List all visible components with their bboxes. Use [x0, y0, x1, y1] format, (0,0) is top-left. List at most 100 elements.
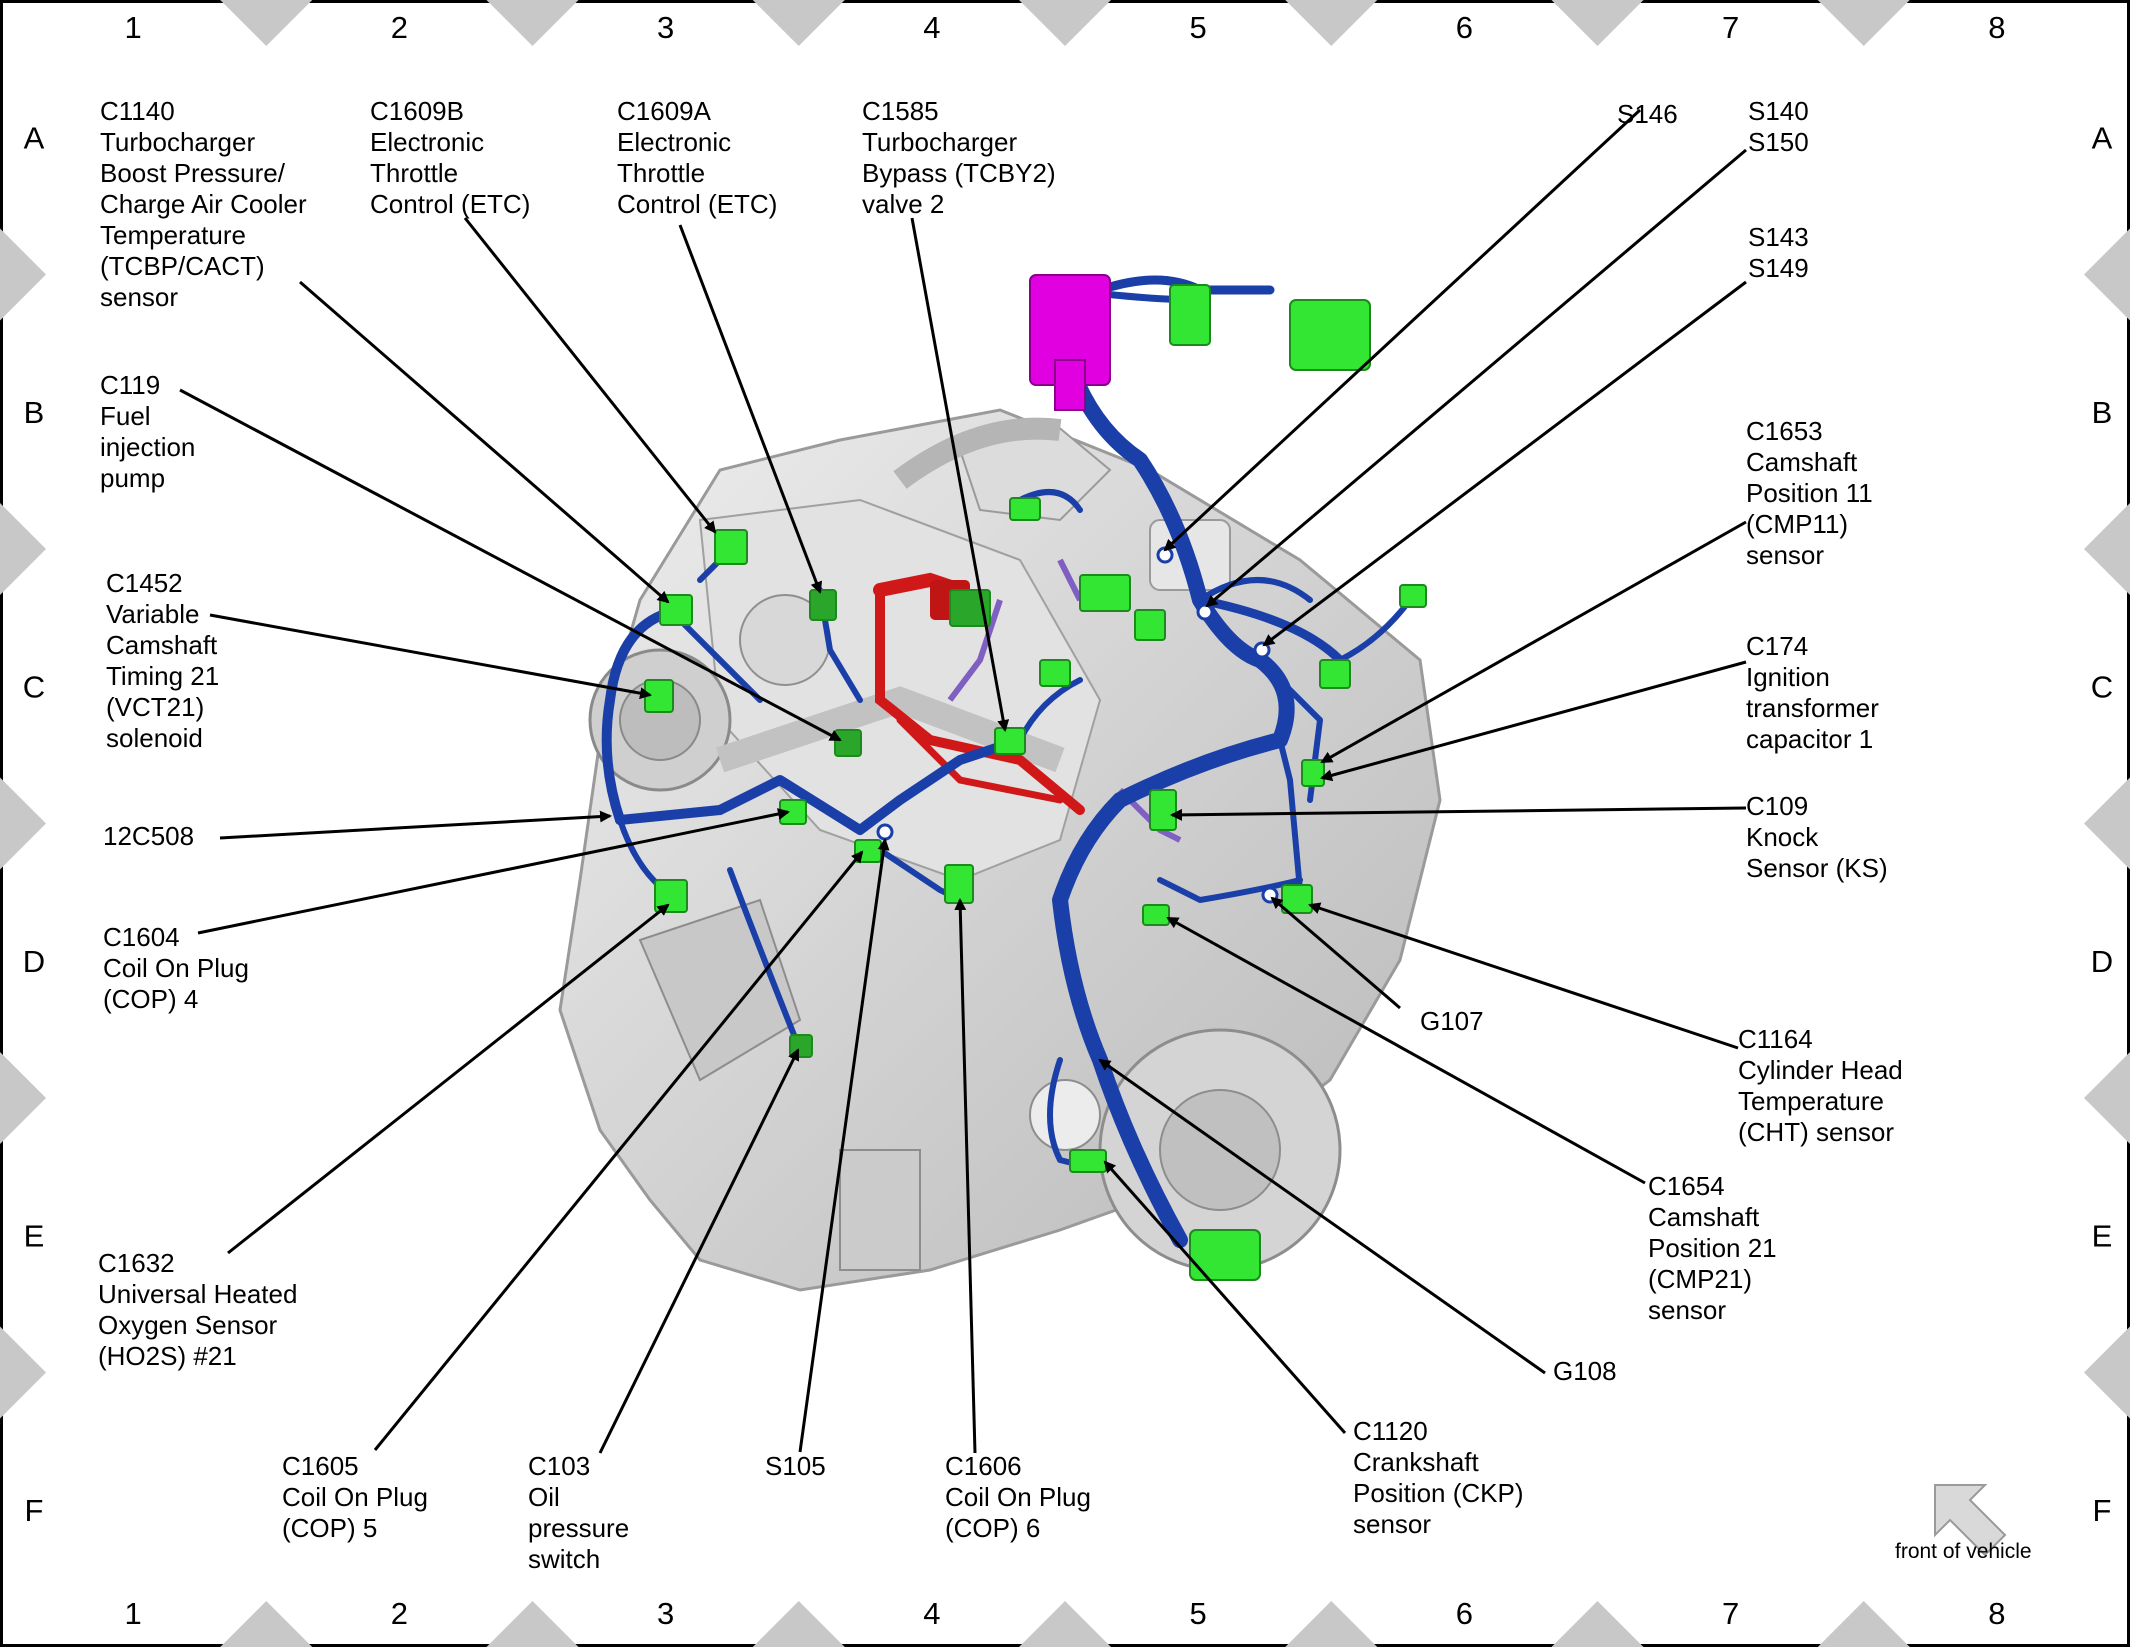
grid-column-label: 8 — [1988, 10, 2005, 45]
connector-c109 — [1149, 789, 1177, 831]
grid-column-label: 3 — [657, 10, 674, 45]
grid-column-label: 8 — [1988, 1596, 2005, 1631]
leader-c1606 — [954, 898, 977, 1454]
connector-c174 — [1301, 759, 1325, 787]
grid-column-label: 2 — [391, 1596, 408, 1631]
grid-marker — [0, 1052, 46, 1144]
grid-marker — [752, 1601, 845, 1647]
leader-c1605 — [373, 850, 864, 1451]
grid-row-label: D — [23, 944, 45, 979]
pcm-connector — [1029, 274, 1111, 411]
grid-column-label: 1 — [125, 1596, 142, 1631]
grid-marker — [1551, 1601, 1644, 1647]
leader-c1140 — [299, 280, 670, 604]
connector-mid-b — [1134, 609, 1166, 641]
connector-c103 — [789, 1034, 813, 1058]
arrow-down-left-icon — [1934, 1484, 2007, 1557]
connector-c1606 — [944, 864, 974, 904]
connector-mid-c — [1039, 659, 1071, 687]
grid-row-label: E — [2092, 1218, 2113, 1253]
grid-row-label: C — [2091, 669, 2113, 704]
engine-illustration — [558, 408, 1442, 1292]
leader-g108 — [1098, 1058, 1546, 1375]
connector-c1585 — [994, 727, 1026, 755]
connector-c1605 — [854, 839, 882, 863]
leader-c1120 — [1103, 1160, 1347, 1434]
leader-12c508 — [219, 810, 612, 840]
grid-row-label: F — [25, 1493, 44, 1528]
splices — [876, 546, 1279, 904]
leader-c1632 — [227, 903, 670, 1255]
front-of-vehicle-label: front of vehicle — [1895, 1540, 2032, 1563]
leader-c174 — [1320, 660, 1747, 782]
grid-column-label: 6 — [1456, 1596, 1473, 1631]
leader-c119 — [179, 388, 842, 742]
leader-c1609b — [463, 217, 717, 534]
grid-row-label: B — [24, 395, 45, 430]
leader-c103 — [598, 1048, 800, 1454]
grid-column-label: 7 — [1722, 1596, 1739, 1631]
connector-ho2s — [1189, 1229, 1261, 1281]
leader-c1654 — [1166, 916, 1646, 1185]
connector-mid-d — [1009, 497, 1041, 521]
connector-c119 — [834, 729, 862, 757]
connector-mid-a — [1079, 574, 1131, 612]
leader-s105 — [798, 838, 890, 1453]
connector-c1604 — [654, 879, 688, 913]
grid-column-label: 4 — [923, 10, 940, 45]
grid-marker — [1285, 0, 1378, 46]
grid-row-label: D — [2091, 944, 2113, 979]
grid-marker — [1817, 1601, 1910, 1647]
grid-row-label: F — [2093, 1493, 2112, 1528]
leader-c1653 — [1320, 520, 1747, 764]
grid-column-label: 1 — [125, 10, 142, 45]
connector-top-a — [1169, 284, 1211, 346]
grid-marker — [1019, 1601, 1111, 1647]
leader-lines — [179, 108, 1747, 1454]
grid-column-label: 6 — [1456, 10, 1473, 45]
callout-s146: S146 — [1617, 99, 1678, 129]
connector-c1609b — [714, 529, 748, 565]
leader-s140 — [1205, 148, 1747, 608]
callout-g107: G107 — [1420, 1006, 1484, 1036]
connector-c1654 — [1142, 904, 1170, 926]
front-of-vehicle-indicator: front of vehicle — [1895, 1484, 2032, 1563]
leader-g107 — [1270, 896, 1401, 1010]
wiring-harness — [601, 275, 1413, 1248]
grid-marker — [752, 0, 845, 46]
grid-marker — [0, 503, 46, 595]
connector-c1120 — [1069, 1149, 1107, 1173]
grid-column-label: 5 — [1190, 10, 1207, 45]
leader-c1604 — [197, 808, 790, 935]
leader-c1585 — [910, 217, 1010, 732]
grid-marker — [2084, 777, 2130, 870]
grid-column-label: 5 — [1190, 1596, 1207, 1631]
grid-marker — [0, 777, 46, 870]
grid-marker — [486, 1601, 579, 1647]
grid-column-label: 4 — [923, 1596, 940, 1631]
grid-marker — [2084, 228, 2130, 321]
callout-12c508: 12C508 — [103, 821, 194, 851]
connectors — [644, 284, 1427, 1281]
connector-right-a — [1399, 584, 1427, 608]
grid-marker — [1285, 1601, 1378, 1647]
grid-marker — [220, 1601, 313, 1647]
grid-row-label: C — [23, 669, 45, 704]
